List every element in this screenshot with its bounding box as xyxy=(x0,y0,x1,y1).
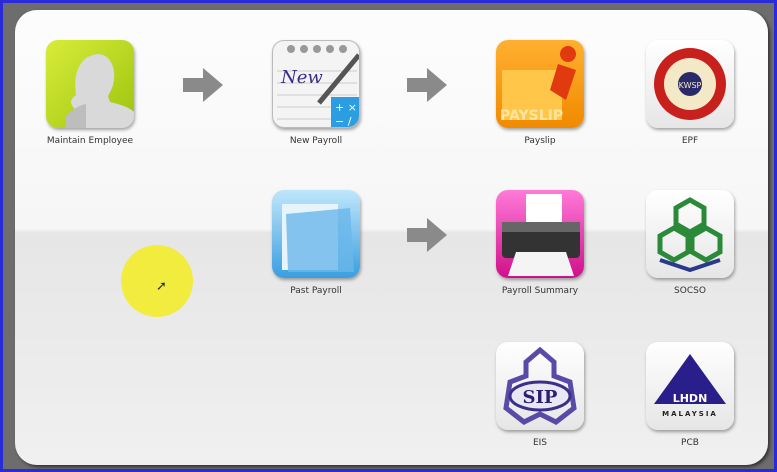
cursor-highlight xyxy=(121,245,193,317)
tile-label: EPF xyxy=(681,136,699,146)
tile-pcb[interactable]: LHDN MALAYSIA PCB xyxy=(635,342,745,448)
tile-label: Payroll Summary xyxy=(501,286,579,296)
tile-payroll-summary[interactable]: Payroll Summary xyxy=(485,190,595,296)
svg-text:SIP: SIP xyxy=(523,387,558,408)
folder-icon xyxy=(272,190,360,278)
tile-label: Payslip xyxy=(524,136,556,146)
tile-label: SOCSO xyxy=(674,286,706,296)
arrow-right-icon xyxy=(407,68,447,102)
tile-label: EIS xyxy=(532,438,548,448)
tile-label: New Payroll xyxy=(289,136,343,146)
tile-eis[interactable]: SIP EIS xyxy=(485,342,595,448)
employee-silhouette-icon xyxy=(46,40,134,128)
svg-text:LHDN: LHDN xyxy=(673,392,708,405)
epf-logo-icon: KWSP xyxy=(646,40,734,128)
lhdn-logo-icon: LHDN MALAYSIA xyxy=(646,342,734,430)
tile-socso[interactable]: SOCSO xyxy=(635,190,745,296)
arrow-right-icon xyxy=(407,218,447,252)
tile-label: Maintain Employee xyxy=(46,136,134,146)
main-panel xyxy=(15,10,768,465)
sip-logo-icon: SIP xyxy=(496,342,584,430)
svg-text:+ ×: + × xyxy=(335,101,357,114)
tile-past-payroll[interactable]: Past Payroll xyxy=(261,190,371,296)
socso-logo-icon xyxy=(646,190,734,278)
mouse-pointer-icon: ➚ xyxy=(156,279,167,294)
svg-text:MALAYSIA: MALAYSIA xyxy=(662,410,718,418)
printer-icon xyxy=(496,190,584,278)
tile-payslip[interactable]: PAYSLIP Payslip xyxy=(485,40,595,146)
tile-label: Past Payroll xyxy=(290,286,342,296)
arrow-right-icon xyxy=(183,68,223,102)
svg-text:New: New xyxy=(280,67,323,88)
tile-epf[interactable]: KWSP EPF xyxy=(635,40,745,146)
tile-label: PCB xyxy=(681,438,699,448)
svg-text:KWSP: KWSP xyxy=(679,81,702,90)
tile-new-payroll[interactable]: + ×− / New New Payroll xyxy=(261,40,371,146)
payslip-folder-icon: PAYSLIP xyxy=(496,40,584,128)
notepad-new-icon: + ×− / New xyxy=(272,40,360,128)
tile-maintain-employee[interactable]: Maintain Employee xyxy=(35,40,145,146)
svg-text:− /: − / xyxy=(335,115,352,128)
svg-text:PAYSLIP: PAYSLIP xyxy=(500,108,563,124)
